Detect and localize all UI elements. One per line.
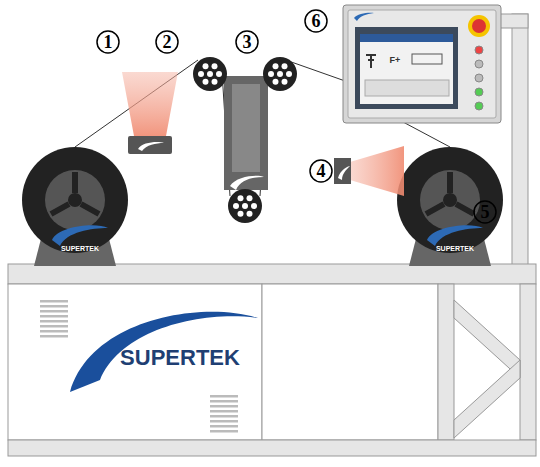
- guide-rollers: [193, 57, 297, 223]
- callout-number: 5: [481, 203, 490, 221]
- brand-logo: SUPERTEK: [436, 245, 474, 252]
- callout-number: 4: [317, 162, 326, 180]
- callout-number: 1: [104, 33, 113, 51]
- rewind-reel: [397, 147, 503, 266]
- screen-text: F+: [390, 56, 401, 65]
- unwind-reel: [22, 147, 128, 266]
- machine-base: [8, 264, 536, 456]
- tension-unit: [224, 76, 268, 190]
- web-sensor: [122, 72, 178, 154]
- callout-circle: [97, 10, 496, 223]
- brand-logo: SUPERTEK: [61, 245, 99, 252]
- callout-number: 3: [243, 33, 252, 51]
- reel-sensor: [334, 146, 404, 196]
- callout-number: 6: [312, 12, 321, 30]
- control-panel: [343, 5, 501, 123]
- callout-number: 2: [163, 33, 172, 51]
- brand-logo: SUPERTEK: [120, 347, 240, 369]
